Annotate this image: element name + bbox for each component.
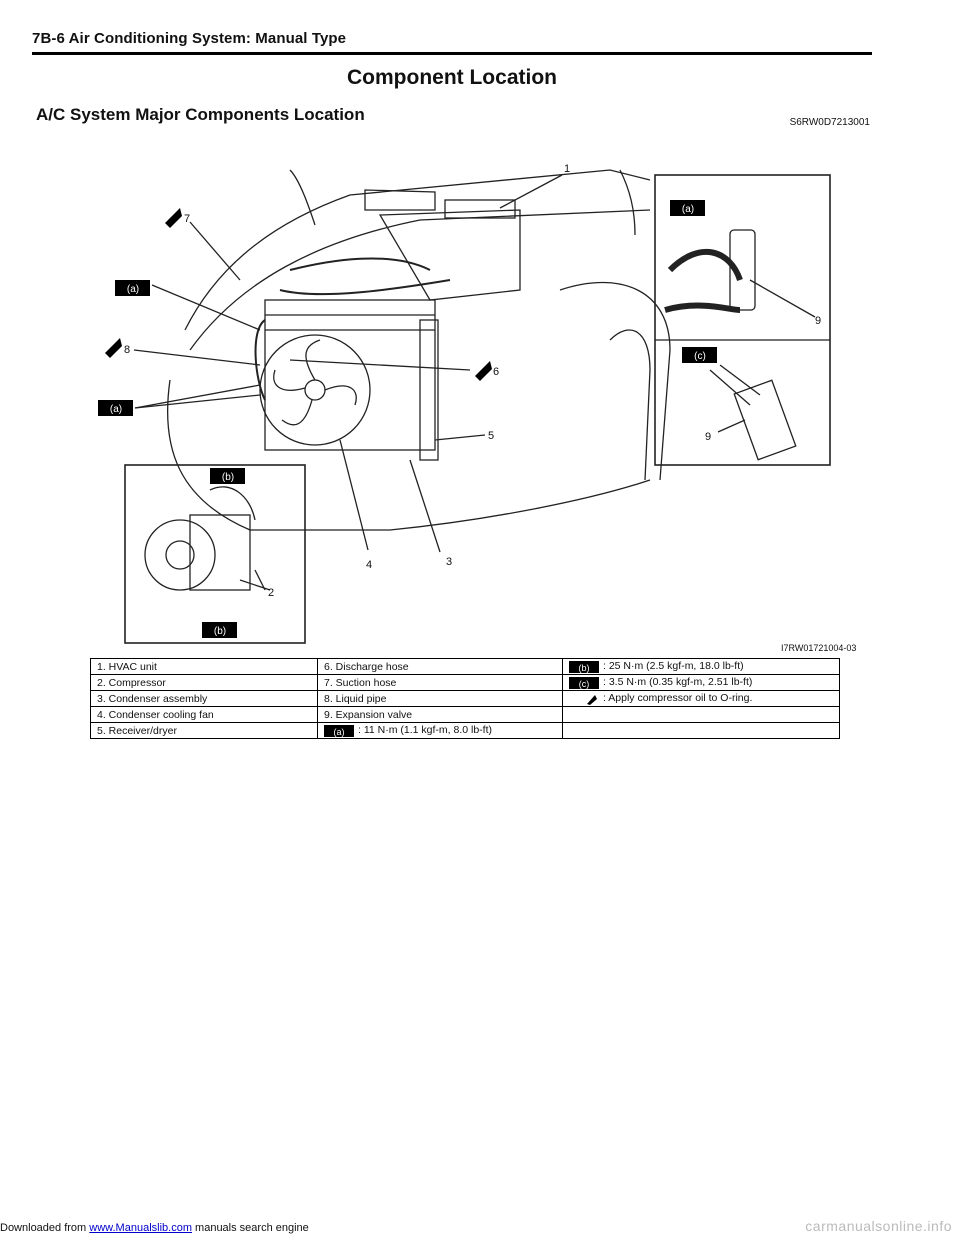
header-text: 7B-6 Air Conditioning System: Manual Typ…	[32, 30, 347, 47]
table-row: 2. Compressor 7. Suction hose (c) : 3.5 N…	[90, 674, 840, 691]
legend-cell	[562, 722, 840, 739]
legend-table: 1. HVAC unit 6. Discharge hose (b) : 25 N…	[90, 658, 840, 739]
torque-a-tag: (a)	[110, 404, 122, 415]
callout-3: 3	[446, 556, 452, 568]
torque-c-tag: (c)	[694, 351, 706, 362]
legend-cell: 5. Receiver/dryer	[90, 722, 318, 739]
torque-b-icon: (b)	[569, 660, 599, 673]
torque-a-tag: (a)	[682, 204, 694, 215]
table-row: 1. HVAC unit 6. Discharge hose (b) : 25 N…	[90, 658, 840, 675]
callout-4: 4	[366, 559, 372, 571]
legend-cell: 8. Liquid pipe	[317, 690, 563, 707]
torque-c-icon: (c)	[569, 676, 599, 689]
section-title: A/C System Major Components Location	[36, 105, 365, 124]
legend-cell: : Apply compressor oil to O-ring.	[562, 690, 840, 707]
legend-cell: 7. Suction hose	[317, 674, 563, 691]
callout-9: 9	[815, 315, 821, 327]
page-header: 7B-6 Air Conditioning System: Manual Typ…	[32, 30, 872, 52]
legend-cell: (c) : 3.5 N·m (0.35 kgf-m, 2.51 lb-ft)	[562, 674, 840, 691]
compressor-inset	[124, 464, 306, 644]
page-title: Component Location	[347, 66, 557, 89]
legend-text: : Apply compressor oil to O-ring.	[603, 692, 753, 705]
callout-8: 8	[124, 344, 130, 356]
table-row: 5. Receiver/dryer (a) : 11 N·m (1.1 kgf-m…	[90, 722, 840, 739]
footer-prefix: Downloaded from	[0, 1222, 90, 1234]
bumper-line	[166, 379, 651, 531]
torque-a-icon: (a)	[115, 280, 150, 296]
torque-b-tag: (b)	[222, 472, 234, 483]
legend-text: : 11 N·m (1.1 kgf-m, 8.0 lb-ft)	[358, 724, 493, 737]
oil-can-icon	[165, 208, 182, 228]
callout-2: 2	[268, 587, 274, 599]
section-code: S6RW0D7213001	[789, 117, 870, 128]
torque-b-tag: (b)	[214, 626, 226, 637]
legend-cell: (a) : 11 N·m (1.1 kgf-m, 8.0 lb-ft)	[317, 722, 563, 739]
legend-cell: (b) : 25 N·m (2.5 kgf-m, 18.0 lb-ft)	[562, 658, 840, 675]
torque-b-tag: (b)	[579, 663, 590, 673]
watermark-text: carmanualsonline.info	[805, 1218, 952, 1234]
callout-1: 1	[564, 163, 570, 175]
legend-cell: 4. Condenser cooling fan	[90, 706, 318, 723]
hood-line	[184, 169, 651, 331]
expansion-valve-inset	[654, 174, 831, 466]
legend-cell: 9. Expansion valve	[317, 706, 563, 723]
legend-cell: 3. Condenser assembly	[90, 690, 318, 707]
callout-5: 5	[488, 430, 494, 442]
figure-code: I7RW01721004-03	[781, 643, 857, 653]
fender-line	[189, 209, 651, 351]
oil-can-icon	[475, 361, 492, 381]
table-row: 4. Condenser cooling fan 9. Expansion va…	[90, 706, 840, 723]
header-rule	[32, 52, 872, 55]
footer: Downloaded from www.Manualslib.com manua…	[0, 1222, 309, 1234]
condenser-core	[264, 299, 436, 451]
hvac-unit-top	[444, 199, 516, 219]
oil-can-icon	[587, 694, 597, 705]
receiver-dryer	[419, 319, 439, 461]
torque-b-icon: (b)	[210, 468, 245, 484]
torque-c-tag: (c)	[579, 679, 590, 689]
torque-a-icon: (a)	[670, 200, 705, 216]
torque-a-tag: (a)	[127, 284, 139, 295]
legend-cell: 2. Compressor	[90, 674, 318, 691]
legend-cell: 6. Discharge hose	[317, 658, 563, 675]
torque-a-tag: (a)	[334, 727, 345, 737]
torque-c-icon: (c)	[682, 347, 717, 363]
oil-can-icon	[105, 338, 122, 358]
legend-cell: 1. HVAC unit	[90, 658, 318, 675]
torque-a-icon: (a)	[98, 400, 133, 416]
legend-text: : 3.5 N·m (0.35 kgf-m, 2.51 lb-ft)	[603, 676, 753, 689]
torque-a-icon: (a)	[324, 724, 354, 737]
table-row: 3. Condenser assembly 8. Liquid pipe : A…	[90, 690, 840, 707]
callout-7: 7	[184, 213, 190, 225]
callout-6: 6	[493, 366, 499, 378]
footer-suffix: manuals search engine	[191, 1222, 309, 1234]
legend-cell	[562, 706, 840, 723]
wheel-arch	[559, 282, 671, 481]
manualslib-link[interactable]: www.Manualslib.com	[89, 1222, 192, 1234]
callout-9b: 9	[705, 431, 711, 443]
component-location-figure: (a) (a) (a) (b) (b) (c) 1 2 3 4 5 6 7 8 …	[98, 163, 831, 644]
legend-text: : 25 N·m (2.5 kgf-m, 18.0 lb-ft)	[603, 660, 744, 673]
torque-b-icon: (b)	[202, 622, 237, 638]
